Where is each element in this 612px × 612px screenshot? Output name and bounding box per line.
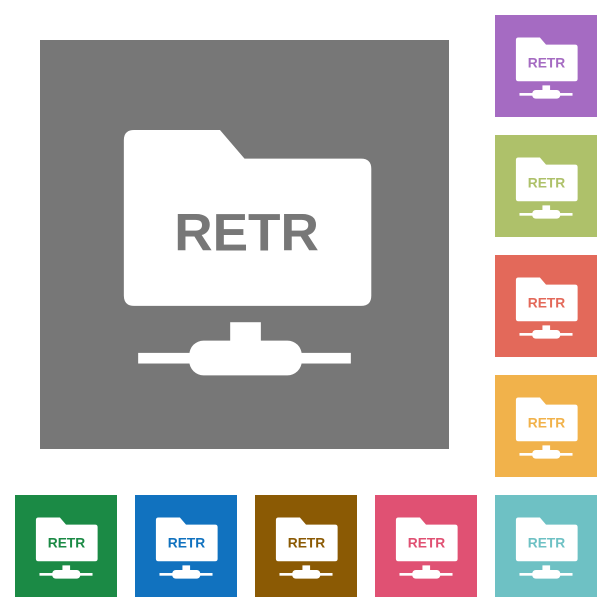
folder-shape [515,517,578,562]
folder-label: RETR [48,536,86,551]
folder-label: RETR [528,56,566,71]
folder-label: RETR [528,416,566,431]
network-node [532,89,561,99]
network-stem [542,445,551,451]
ftp-retr-network-folder-icon: RETR [515,37,578,99]
network-stem [302,565,311,571]
ftp-retr-network-folder-icon: RETR [35,517,98,579]
folder-label: RETR [288,536,326,551]
network-node [292,569,321,579]
network-stem [542,325,551,331]
ftp-retr-network-folder-icon: RETR [515,157,578,219]
folder-label: RETR [528,536,566,551]
network-stem [542,205,551,211]
folder-shape [155,517,218,562]
network-node [189,340,302,376]
ftp-retr-network-folder-icon: RETR [515,397,578,459]
ftp-retr-network-folder-icon: RETR [155,517,218,579]
network-node [52,569,81,579]
tile-pink: RETR [375,495,477,597]
tile-orange: RETR [495,375,597,477]
tile-brown: RETR [255,495,357,597]
tile-blue: RETR [135,495,237,597]
folder-label: RETR [174,204,319,263]
network-stem [182,565,191,571]
network-stem [230,322,261,345]
tile-olive-green: RETR [495,135,597,237]
network-node [532,209,561,219]
folder-shape [515,37,578,82]
network-node [412,569,441,579]
ftp-retr-network-folder-icon: RETR [395,517,458,579]
ftp-retr-network-folder-icon: RETR [515,277,578,339]
folder-label: RETR [528,176,566,191]
network-stem [542,85,551,91]
ftp-retr-network-folder-icon: RETR [275,517,338,579]
network-node [532,329,561,339]
tile-green: RETR [15,495,117,597]
network-stem [422,565,431,571]
network-node [532,569,561,579]
tile-red: RETR [495,255,597,357]
ftp-retr-network-folder-icon: RETR [515,517,578,579]
tile-purple: RETR [495,15,597,117]
folder-shape [395,517,458,562]
network-node [532,449,561,459]
folder-label: RETR [168,536,206,551]
folder-shape [35,517,98,562]
folder-shape [123,129,372,306]
folder-shape [515,397,578,442]
folder-label: RETR [408,536,446,551]
network-stem [542,565,551,571]
folder-shape [275,517,338,562]
folder-shape [515,277,578,322]
tile-large-gray: RETR [40,40,449,449]
ftp-retr-network-folder-icon: RETR [123,129,372,376]
tile-teal: RETR [495,495,597,597]
network-node [172,569,201,579]
network-stem [62,565,71,571]
folder-shape [515,157,578,202]
folder-label: RETR [528,296,566,311]
